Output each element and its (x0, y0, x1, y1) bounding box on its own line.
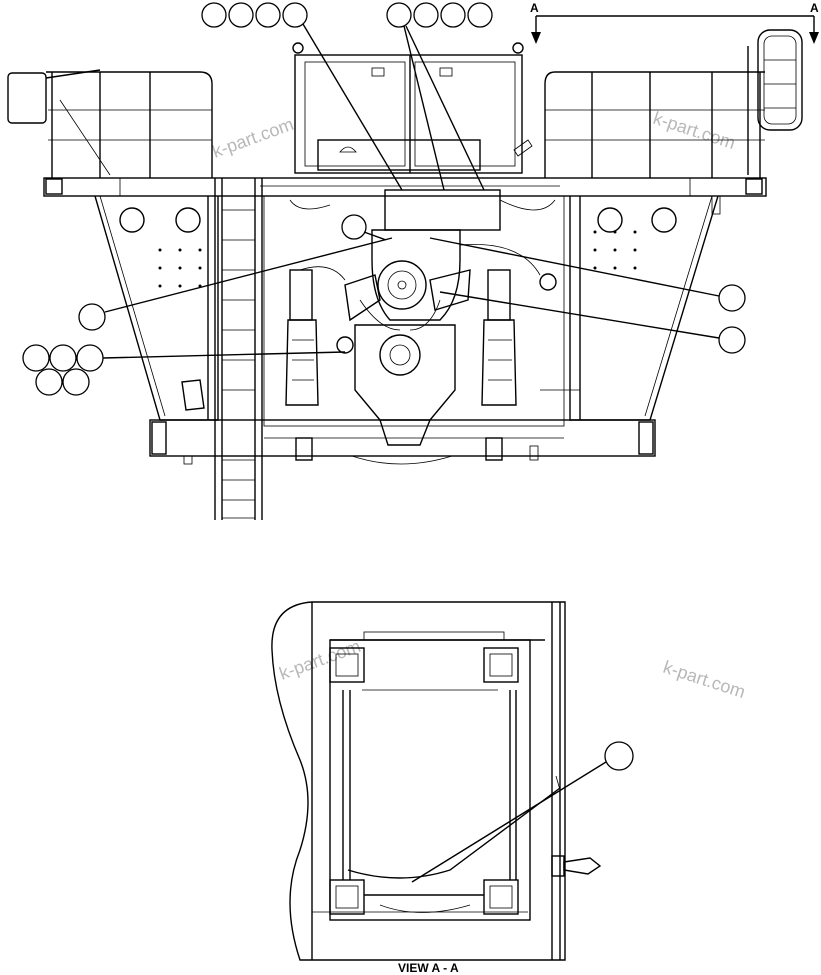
bottom-frame (149, 389, 656, 465)
front-view (7, 2, 803, 520)
watermark-2: k-part.com (651, 108, 738, 153)
left-handrail (7, 69, 213, 178)
view-a-a: VIEW A - A (271, 601, 634, 975)
callout-bubble (718, 284, 746, 312)
callout-bubble (440, 2, 466, 28)
section-marker: A A (530, 1, 819, 44)
left-side-frame (94, 195, 219, 421)
callout-bubble (49, 344, 77, 372)
callout-bubble (78, 303, 106, 331)
callout-bubble (604, 741, 634, 771)
section-mark-left: A (530, 1, 539, 15)
watermark-1: k-part.com (210, 114, 297, 162)
watermark-4: k-part.com (661, 657, 748, 702)
right-handrail (544, 29, 803, 178)
view-label: VIEW A - A (398, 961, 459, 975)
callout-bubble (228, 2, 254, 28)
callout-bubble (282, 2, 308, 28)
callout-bubble (718, 326, 746, 354)
callout-bubble (255, 2, 281, 28)
callout-bubble (76, 344, 104, 372)
engine-assembly (263, 189, 565, 446)
callout-bubble (35, 368, 63, 396)
access-ladder (214, 178, 263, 520)
callout-bubble (22, 344, 50, 372)
callout-bubble (62, 368, 90, 396)
right-side-frame (569, 195, 721, 421)
callouts-front (22, 2, 746, 396)
watermark-3: k-part.com (277, 636, 364, 684)
callout-bubble (201, 2, 227, 28)
callout-bubble (413, 2, 439, 28)
top-box (292, 42, 533, 174)
callout-bubble (341, 214, 367, 240)
callout-bubble (467, 2, 493, 28)
section-mark-right: A (810, 1, 819, 15)
deck-beam (43, 177, 767, 197)
callout-bubble (386, 2, 412, 28)
